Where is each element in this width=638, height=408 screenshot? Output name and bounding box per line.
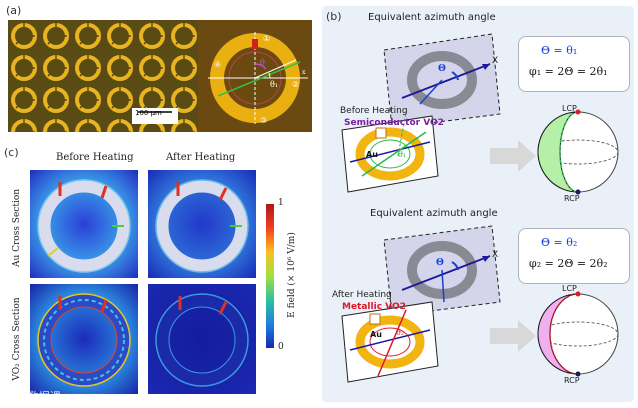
marker-3: ③: [260, 116, 268, 125]
map-vo2-after: [148, 284, 256, 394]
material-label-top: Semiconductor VO2: [344, 118, 444, 128]
theta1-label: θ₁: [270, 80, 279, 89]
formula-box-bottom: Θ = θ₂ φ₂ = 2Θ = 2θ₂: [518, 228, 630, 284]
row-vo2-label: VO₂ Cross Section: [12, 296, 22, 381]
theta-small-top: θ₁: [398, 150, 407, 159]
bottom-diagram: [341, 225, 619, 383]
marker-2: ②: [292, 80, 300, 89]
lcp-label-top: LCP: [562, 104, 577, 113]
colorbar-min: 0: [278, 342, 284, 352]
panel-a-micrograph: 100 μm θ θ₁ ① ② ③ ④ x: [8, 20, 312, 132]
green-axis: [217, 61, 301, 97]
col-before-heating: Before Heating: [56, 152, 134, 163]
field-maps: [30, 170, 256, 394]
heating-label-top: Before Heating: [340, 106, 408, 116]
panel-b-label: (b): [326, 10, 342, 23]
row-au-label: Au Cross Section: [12, 188, 22, 267]
colorbar-label: E field (× 10⁶ V/m): [287, 232, 297, 318]
material-label-bottom: Metallic VO2: [342, 302, 406, 312]
lcp-label-bottom: LCP: [562, 284, 577, 293]
row-vo2-label-wrap: VO₂ Cross Section: [10, 286, 24, 391]
x-label: x: [302, 69, 306, 76]
colorbar-label-wrap: E field (× 10⁶ V/m): [284, 210, 300, 340]
watermark-logo-icon: ✪: [4, 390, 17, 403]
au-label-top: Au: [366, 150, 378, 159]
row-au-label-wrap: Au Cross Section: [10, 175, 24, 280]
map-au-before: [30, 170, 138, 278]
colorbar: [266, 204, 274, 348]
panel-c-label: (c): [4, 146, 19, 159]
x-axis-label-top: X: [492, 56, 499, 66]
scale-bar-label: 100 μm: [135, 109, 162, 117]
watermark-text: 大数据课: [16, 390, 61, 403]
formula-bottom-line2: φ₂ = 2Θ = 2θ₂: [529, 257, 608, 270]
big-theta-top: Θ: [438, 64, 446, 74]
theta-label: θ: [260, 58, 265, 67]
formula-box-top: Θ = θ₁ φ₁ = 2Θ = 2θ₁: [518, 36, 630, 92]
marker-4: ④: [214, 60, 222, 69]
col-after-heating: After Heating: [166, 152, 236, 163]
rcp-label-bottom: RCP: [564, 376, 580, 385]
marker-1: ①: [263, 34, 271, 43]
colorbar-max: 1: [278, 198, 284, 208]
plane-title-top: Equivalent azimuth angle: [368, 12, 496, 23]
panel-a-label: (a): [6, 4, 22, 17]
arrow-bottom: [490, 320, 536, 352]
theta-small-bottom: θ₂: [396, 328, 405, 337]
formula-bottom-line1: Θ = θ₂: [541, 236, 578, 249]
formula-top-line2: φ₁ = 2Θ = 2θ₁: [529, 65, 608, 78]
au-label-bottom: Au: [370, 330, 382, 339]
map-au-after: [148, 170, 256, 278]
arrow-top: [490, 140, 536, 172]
big-theta-bottom: Θ: [436, 258, 444, 268]
x-axis-label-bottom: X: [492, 250, 499, 260]
top-diagram: [341, 33, 619, 195]
map-vo2-before: [30, 284, 138, 394]
heating-label-bottom: After Heating: [332, 290, 392, 300]
watermark: ✪ 大数据课: [4, 388, 61, 404]
rcp-label-top: RCP: [564, 194, 580, 203]
plane-title-bottom: Equivalent azimuth angle: [370, 208, 498, 219]
formula-top-line1: Θ = θ₁: [541, 44, 578, 57]
